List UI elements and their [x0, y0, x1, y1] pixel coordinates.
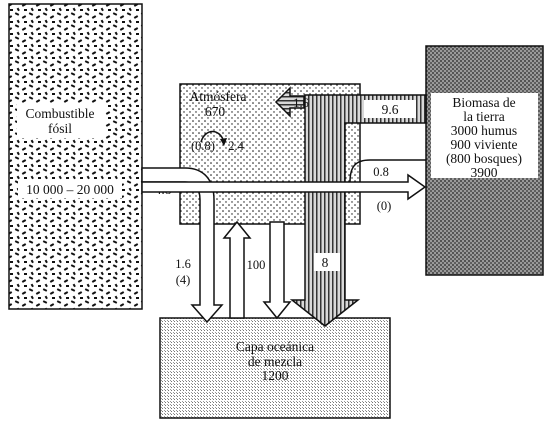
- biomass-total: 3900: [471, 165, 498, 180]
- fossil-value-bg: [18, 180, 122, 198]
- flow-paren-0-label: (0): [377, 199, 392, 213]
- fossil-value: 10 000 – 20 000: [26, 182, 114, 197]
- flow-1-6-bottom-label: 1.6: [175, 257, 191, 271]
- ocean-box: [159, 317, 391, 419]
- flow-8-label: 8: [322, 255, 329, 270]
- biomass-to-atmosphere-arrow: [274, 86, 305, 118]
- fossil-label-line1: Combustible: [25, 106, 94, 121]
- biomass-return-curve: [349, 159, 426, 183]
- flow-paren-4-label: (4): [176, 273, 191, 287]
- flow-100-bg: [245, 256, 267, 272]
- ocean-up-arrow: [222, 220, 252, 319]
- biomass-forests: (800 bosques): [446, 151, 522, 166]
- fossil-label-bg: [17, 103, 105, 138]
- flow-9-6-label: 9.6: [382, 102, 399, 117]
- biomass-living: 900 viviente: [450, 137, 517, 152]
- flow-9-6-bg: [364, 100, 416, 118]
- ocean-label-line1: Capa oceánica: [236, 339, 314, 354]
- ocean-value: 1200: [262, 368, 289, 383]
- biomass-humus: 3000 humus: [451, 123, 517, 138]
- atmosphere-label: Atmósfera: [190, 89, 247, 104]
- flow-8-bg: [314, 253, 340, 271]
- flow-0-8-label: 0.8: [373, 165, 389, 179]
- biomass-label-line1: Biomasa de: [452, 95, 515, 110]
- biomass-label-bg: [431, 93, 538, 178]
- atmosphere-inner-left-label: (0.8): [191, 139, 215, 153]
- atmosphere-inner-arrowhead: [220, 138, 227, 146]
- atmosphere-to-biomass-arrow: [141, 173, 427, 201]
- fossil-fuel-box: [8, 3, 143, 310]
- biomass-label-line2: la tierra: [463, 109, 505, 124]
- ocean-label-line2: de mezcla: [248, 354, 302, 369]
- fossil-label-line2: fósil: [48, 121, 72, 136]
- flow-1-6-top-label: 1.6: [293, 96, 309, 110]
- flow-100-label: 100: [247, 258, 266, 272]
- atmosphere-inner-right-label: 2.4: [228, 139, 244, 153]
- ocean-down-arrow: [262, 221, 292, 320]
- atmosphere-value: 670: [205, 104, 226, 119]
